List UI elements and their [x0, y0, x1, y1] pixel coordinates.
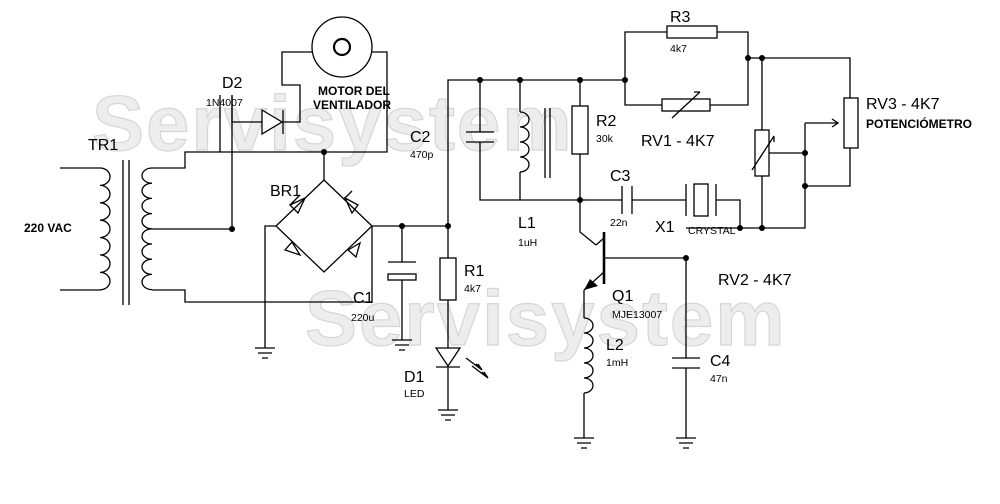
r3-label: R3 — [670, 9, 691, 26]
supply-label: 220 VAC — [24, 221, 72, 235]
capacitor-c3 — [580, 186, 686, 214]
potentiometer-rv3 — [804, 97, 859, 153]
transistor-q1 — [583, 232, 686, 291]
r1-label: R1 — [464, 263, 485, 280]
c2-value: 470p — [410, 149, 434, 161]
resistor-r2 — [571, 80, 597, 246]
l2-value: 1mH — [606, 357, 628, 369]
rv3-sublabel: POTENCIÓMETRO — [866, 116, 972, 131]
d2-value: 1N4007 — [206, 97, 243, 109]
x1-label: X1 — [655, 219, 675, 236]
c4-value: 47n — [710, 373, 728, 385]
trimmer-rv1 — [661, 91, 711, 119]
resistor-r3 — [666, 25, 718, 39]
l1-label: L1 — [518, 215, 536, 232]
d1-label: D1 — [404, 369, 425, 386]
br1-label: BR1 — [270, 183, 301, 200]
r2-label: R2 — [596, 113, 617, 130]
capacitor-c2 — [466, 80, 585, 201]
resistor-r1 — [439, 226, 457, 348]
r3-value: 4k7 — [670, 43, 687, 55]
fan-motor — [220, 16, 388, 153]
r1-value: 4k7 — [464, 283, 481, 295]
trimmer-rv2 — [740, 58, 851, 229]
motor-label-line2: VENTILADOR — [313, 98, 391, 112]
d2-label: D2 — [222, 75, 243, 92]
l2-label: L2 — [606, 337, 624, 354]
x1-value: CRYSTAL — [688, 225, 736, 237]
c1-value: 220u — [351, 312, 375, 324]
junction-dots — [229, 55, 808, 261]
capacitor-c4 — [672, 258, 700, 449]
c1-label: C1 — [353, 290, 374, 307]
d1-value: LED — [404, 388, 425, 400]
bridge-rectifier-br1 — [255, 152, 373, 359]
watermark-layer: Servisystem Servisystem — [91, 78, 787, 362]
crystal-x1 — [685, 183, 741, 229]
q1-label: Q1 — [612, 288, 633, 305]
c3-value: 22n — [610, 217, 628, 229]
led-d1 — [434, 347, 489, 421]
component-labels: 220 VAC TR1 D2 1N4007 MOTOR DEL VENTILAD… — [24, 9, 972, 400]
capacitor-c1 — [372, 225, 448, 351]
inductor-l2 — [574, 290, 594, 449]
r2-value: 30k — [596, 133, 614, 145]
rv1-label: RV1 - 4K7 — [641, 133, 715, 150]
c3-label: C3 — [610, 168, 631, 185]
c2-label: C2 — [410, 129, 431, 146]
c4-label: C4 — [710, 353, 731, 370]
q1-value: MJE13007 — [612, 309, 662, 321]
watermark-text-bottom: Servisystem — [305, 274, 787, 362]
watermark-text-top: Servisystem — [92, 79, 574, 167]
tr1-label: TR1 — [88, 137, 118, 154]
diode-d2 — [231, 51, 312, 136]
rv2-label: RV2 - 4K7 — [718, 272, 792, 289]
l1-value: 1uH — [518, 237, 537, 249]
inductor-l1 — [519, 80, 551, 200]
motor-label-line1: MOTOR DEL — [318, 84, 390, 98]
rv3-label: RV3 - 4K7 — [866, 96, 940, 113]
